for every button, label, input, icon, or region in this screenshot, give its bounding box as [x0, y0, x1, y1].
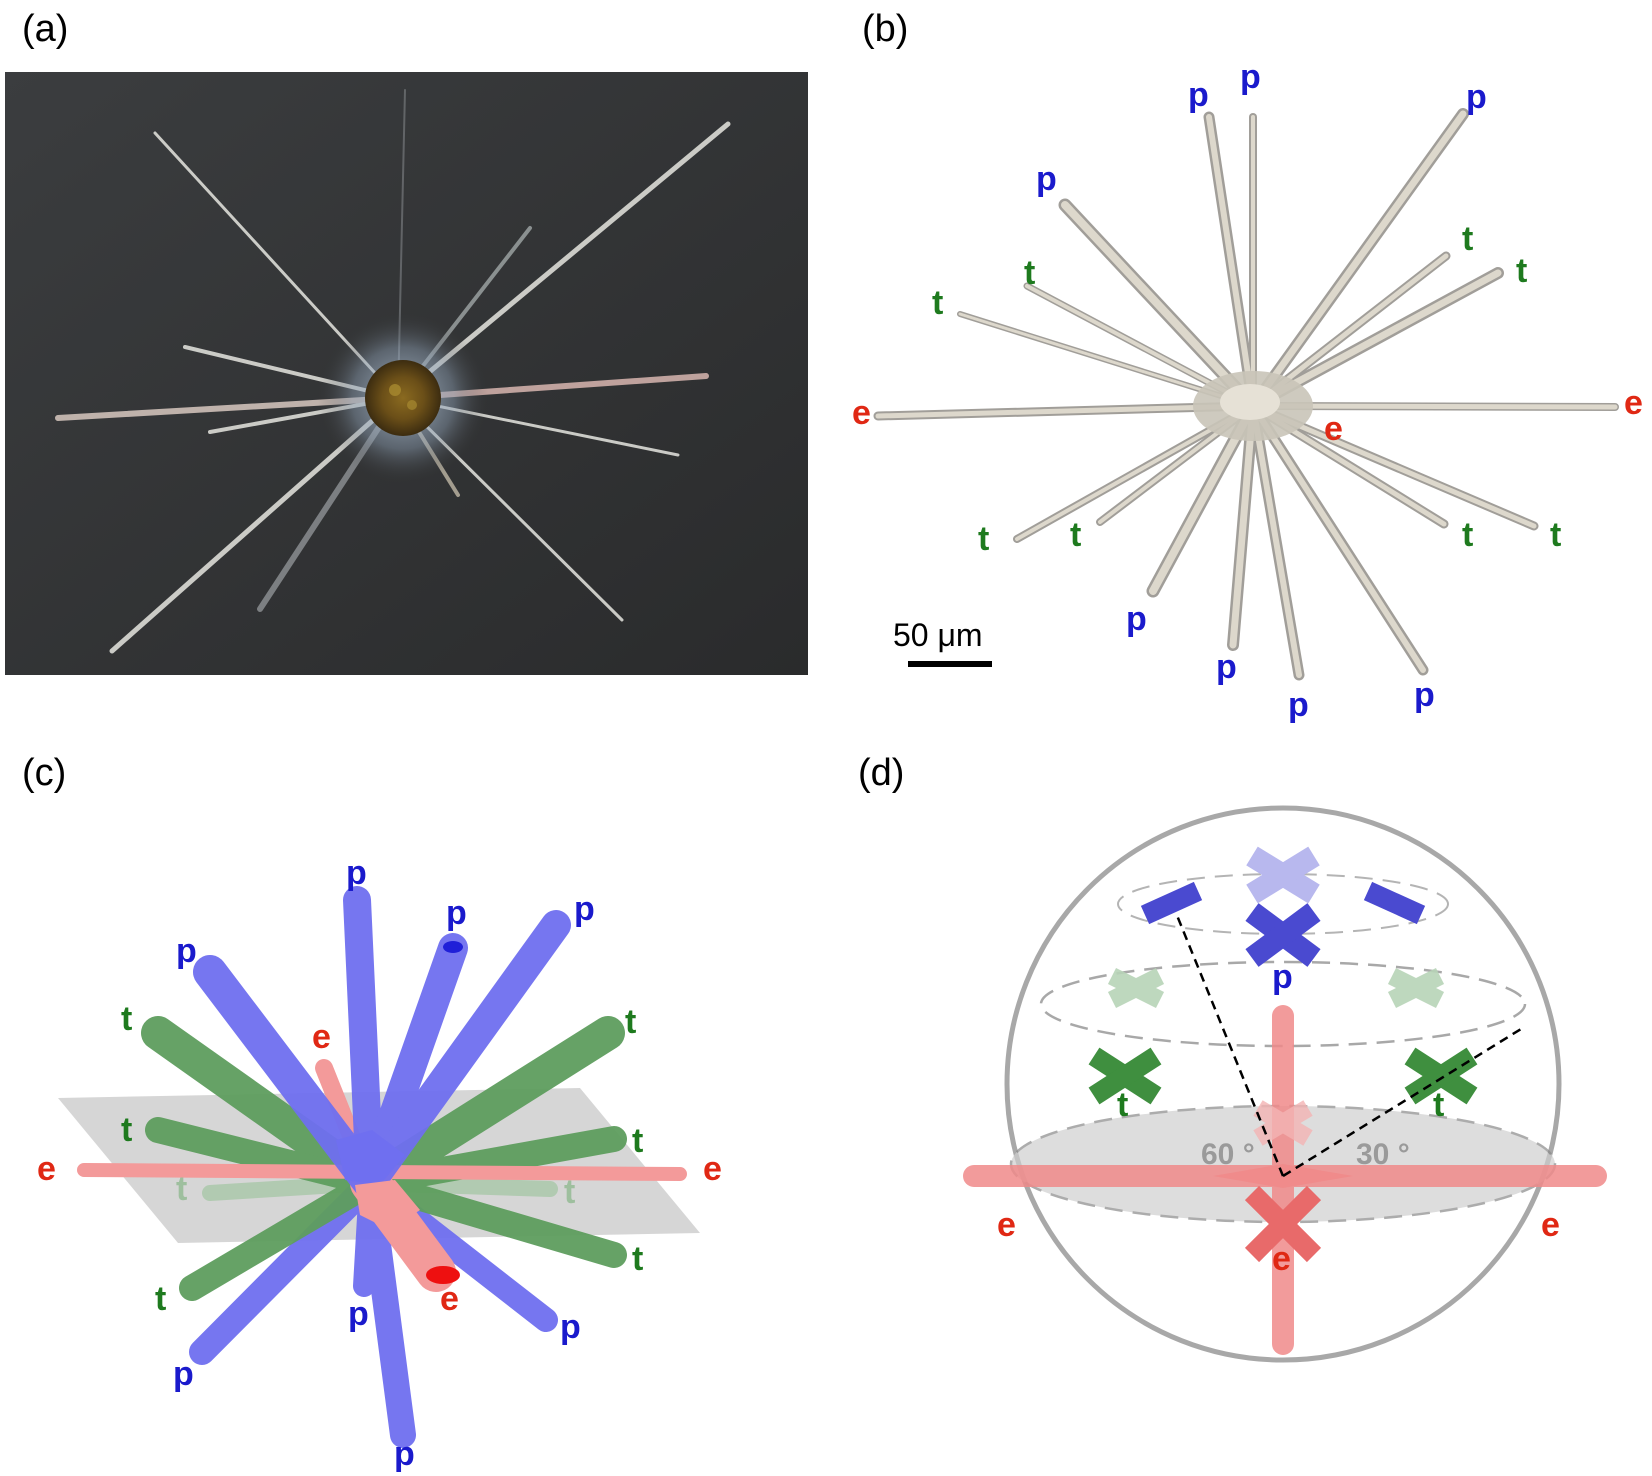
panel-d-label: (d): [858, 752, 905, 794]
polar-side-markers: [1140, 881, 1426, 925]
label-p: p: [176, 932, 197, 970]
label-p: p: [1188, 76, 1209, 114]
label-t: t: [1462, 220, 1473, 258]
label-e: e: [1324, 410, 1343, 448]
panel-a-label: (a): [22, 8, 69, 50]
equatorial-x-marker: [1244, 1185, 1322, 1263]
label-t: t: [1070, 516, 1081, 554]
label-e: e: [1272, 1240, 1291, 1278]
label-p: p: [446, 894, 467, 932]
label-e: e: [1624, 384, 1643, 422]
label-t: t: [1024, 254, 1035, 292]
label-p: p: [1216, 648, 1237, 686]
label-p: p: [1466, 78, 1487, 116]
center-knot: [336, 1130, 405, 1185]
label-p: p: [574, 890, 595, 928]
label-t: t: [632, 1240, 643, 1278]
label-e: e: [997, 1206, 1016, 1244]
polar-x-marker-faint: [1246, 846, 1320, 904]
label-t: t: [978, 520, 989, 558]
label-e: e: [1541, 1206, 1560, 1244]
label-t: t: [1462, 516, 1473, 554]
label-p: p: [1240, 58, 1261, 96]
tropical-x-markers-faint: [1107, 967, 1445, 1009]
label-p: p: [348, 1295, 369, 1333]
label-p: p: [394, 1435, 415, 1473]
angle-radials: [1174, 912, 1522, 1178]
label-t: t: [1516, 252, 1527, 290]
label-e: e: [703, 1150, 722, 1188]
scale-bar-label: 50 μm: [893, 617, 983, 653]
equatorial-spine-tip: [426, 1266, 460, 1284]
label-t: t: [121, 1000, 132, 1038]
polar-spine-tip: [443, 941, 463, 953]
label-t: t: [155, 1280, 166, 1318]
polar-x-marker: [1245, 903, 1321, 967]
label-t: t: [121, 1111, 132, 1149]
label-p: p: [560, 1308, 581, 1346]
panel-c-label: (c): [22, 752, 67, 794]
label-t: t: [632, 1122, 643, 1160]
label-e: e: [852, 394, 871, 432]
label-e: e: [312, 1018, 331, 1056]
label-p: p: [173, 1355, 194, 1393]
label-e: e: [440, 1280, 459, 1318]
label-t: t: [1550, 516, 1561, 554]
label-t: t: [625, 1003, 636, 1041]
tropical-latitude: [1039, 960, 1527, 1048]
label-t: t: [1117, 1086, 1128, 1124]
sphere-outline: [1004, 805, 1562, 1363]
label-t: t: [564, 1173, 575, 1211]
label-t: t: [932, 284, 943, 322]
panel-c-schematic: p p p p t t e t t e e t t t p e t p p p: [37, 854, 722, 1473]
panel-a-micrograph: [5, 72, 808, 675]
label-t: t: [1433, 1086, 1444, 1124]
cell-body: [365, 360, 441, 436]
panel-d-sphere: 60 ° 30 °: [963, 805, 1607, 1363]
label-p: p: [1414, 676, 1435, 714]
label-p: p: [1036, 160, 1057, 198]
label-p: p: [1272, 958, 1293, 996]
scale-bar: [908, 661, 992, 667]
label-p: p: [346, 854, 367, 892]
panel-b-label: (b): [862, 8, 909, 50]
label-e: e: [37, 1150, 56, 1188]
label-p: p: [1126, 600, 1147, 638]
panel-b-rendering: p p p p t t t t e e e t t t t p p p p 50…: [852, 58, 1643, 724]
tropical-x-markers: [1088, 1047, 1478, 1105]
label-p: p: [1288, 686, 1309, 724]
label-t: t: [176, 1170, 187, 1208]
